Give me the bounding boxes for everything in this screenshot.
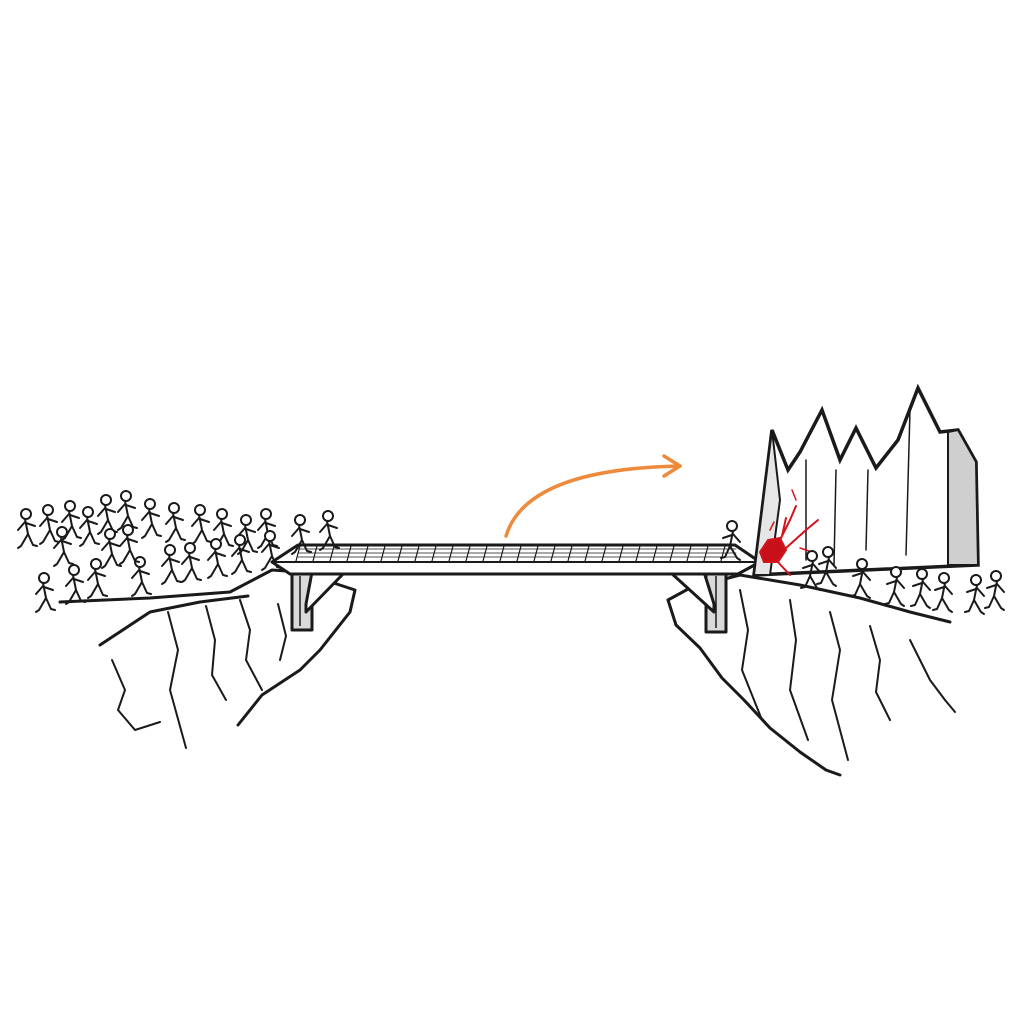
bridge-plank (516, 545, 522, 562)
person-figure (161, 544, 182, 585)
person-figure (261, 530, 282, 571)
person-figure (207, 538, 228, 579)
person-figure (87, 558, 108, 599)
breach-blot (758, 536, 788, 563)
right-cliff-crack (739, 589, 763, 721)
person-figure (932, 572, 953, 613)
person-figure (17, 508, 38, 549)
person-figure (800, 550, 821, 591)
right-bridge-support (668, 570, 728, 634)
breach-crack (775, 505, 819, 576)
person-figure (53, 526, 74, 567)
right-cliff-crack (789, 599, 809, 741)
bridge-plank (601, 545, 607, 562)
person-figure (97, 494, 118, 535)
mountain-ridge-line (805, 409, 911, 566)
left-cliff-crack (277, 603, 287, 661)
right-cliff-crack (829, 611, 849, 761)
bridge-planks (295, 545, 737, 562)
wooden-bridge (270, 543, 762, 576)
person-figure (119, 524, 140, 565)
bridge-plank (618, 545, 624, 562)
person-figure (39, 504, 60, 545)
person-figure (720, 520, 741, 561)
left-cliff-crack (239, 599, 263, 691)
bridge-plank (465, 545, 471, 562)
bridge-plank (550, 545, 556, 562)
bridge-plank (652, 545, 658, 562)
bridge-plank (703, 545, 709, 562)
person-figure (79, 506, 100, 547)
left-cliff-edge (58, 568, 357, 727)
mountain-right-shade (947, 428, 980, 566)
bridge-plank (482, 545, 488, 562)
bridge-plank (567, 545, 573, 562)
left-bridge-support (290, 570, 347, 632)
person-figure (35, 572, 56, 613)
person-figure (884, 566, 905, 607)
crowd (17, 490, 1005, 615)
person-figure (191, 504, 212, 545)
person-figure (101, 528, 122, 569)
bridge-plank (584, 545, 590, 562)
person-figure (291, 514, 312, 555)
arrow-head (662, 454, 682, 478)
bridge-plank (414, 545, 420, 562)
person-figure (984, 570, 1005, 611)
person-figure (181, 542, 202, 583)
person-figure (237, 514, 258, 555)
left-cliff-bottom-contour (98, 594, 250, 647)
bridge-plank (295, 545, 301, 562)
person-figure (61, 500, 82, 541)
right-cliff-crack (869, 625, 891, 721)
bridge-plank (363, 545, 369, 562)
person-figure (231, 534, 252, 575)
breach-splash (758, 489, 819, 576)
bridge-plank (329, 545, 335, 562)
person-figure (131, 556, 152, 597)
left-cliff-crack (167, 611, 187, 749)
person-figure (257, 508, 278, 549)
person-figure (964, 574, 985, 615)
bridge-plank (448, 545, 454, 562)
person-figure (165, 502, 186, 543)
right-cliff (666, 573, 956, 777)
right-cliff-face (666, 598, 842, 777)
person-figure (816, 546, 837, 587)
bridge-plank (397, 545, 403, 562)
bridge-plank (346, 545, 352, 562)
person-figure (910, 568, 931, 609)
left-cliff (58, 568, 357, 749)
bridge-plank (499, 545, 505, 562)
arrow-icon (504, 454, 682, 538)
right-cliff-crack (909, 639, 956, 713)
bridge-plank (686, 545, 692, 562)
person-figure (319, 510, 340, 551)
bridge-plank (669, 545, 675, 562)
person-figure (141, 498, 162, 539)
person-figure (117, 490, 138, 531)
person-figure (850, 558, 871, 599)
bridge-plank (431, 545, 437, 562)
bridge-plank (312, 545, 318, 562)
person-figure (65, 564, 86, 605)
bridge-plank (380, 545, 386, 562)
left-cliff-crack (111, 659, 161, 731)
bridge-plank (635, 545, 641, 562)
left-cliff-crack (205, 605, 227, 701)
bridge-plank (533, 545, 539, 562)
arrow-curve (504, 464, 682, 538)
